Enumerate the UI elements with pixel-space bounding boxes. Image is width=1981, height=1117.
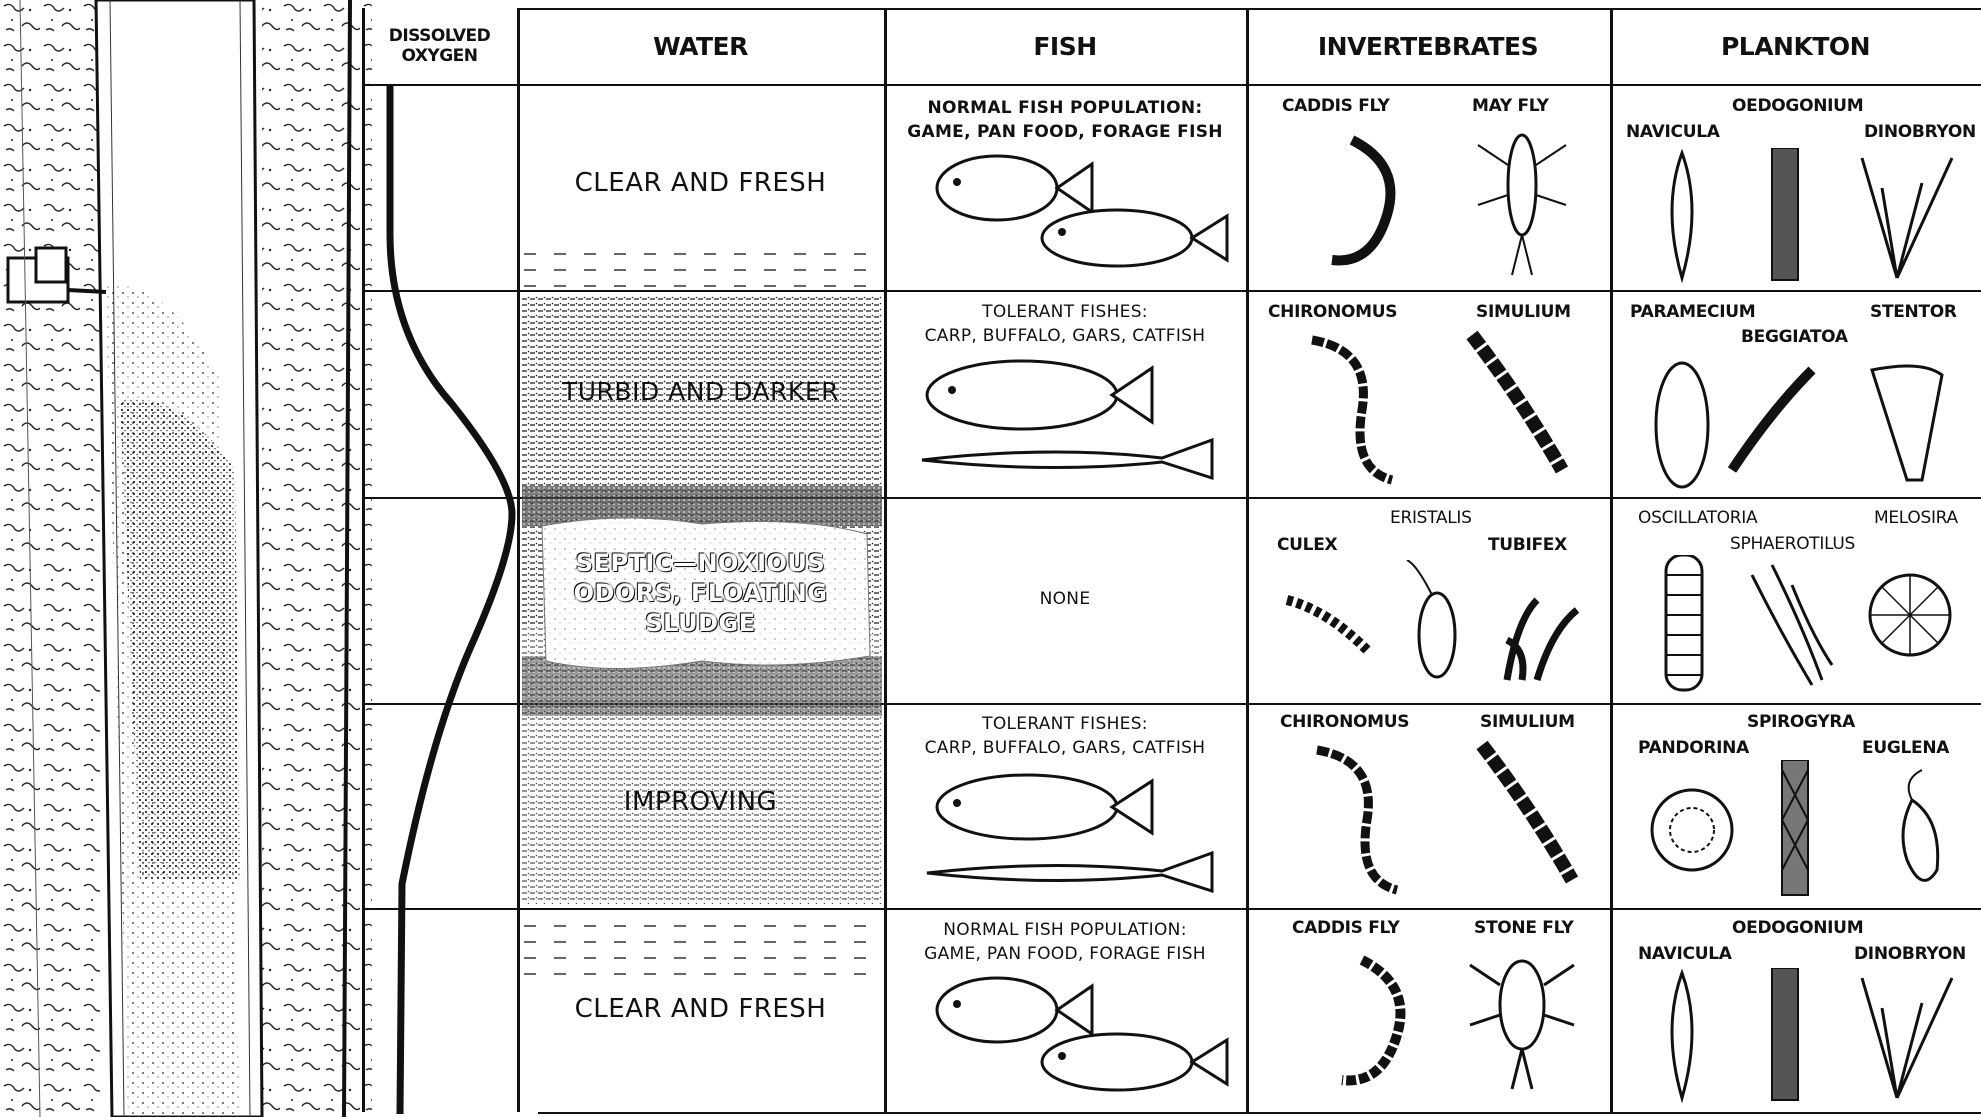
header-invertebrates: INVERTEBRATES [1246, 8, 1610, 84]
plankton-organism-icon [1622, 148, 1972, 286]
header-water: WATER [517, 8, 884, 84]
insect-larva-icon [1272, 330, 1602, 490]
column-divider [1610, 8, 1613, 1112]
fish-zone-1-title: NORMAL FISH POPULATION:GAME, PAN FOOD, F… [884, 96, 1246, 144]
water-zone-3: SEPTIC—NOXIOUS ODORS, FLOATING SLUDGE [517, 548, 884, 638]
plankton-label: OEDOGONIUM [1732, 918, 1863, 938]
header-fish: FISH [884, 8, 1246, 84]
inv-label: CHIRONOMUS [1280, 712, 1409, 732]
insect-larva-icon [1272, 125, 1592, 285]
insect-larva-icon [1272, 740, 1602, 900]
plankton-label: PARAMECIUM [1630, 302, 1755, 322]
plankton-label: DINOBRYON [1864, 122, 1976, 142]
plankton-label: EUGLENA [1862, 738, 1949, 758]
river-aerial-illustration [0, 0, 372, 1117]
water-zone-1: CLEAR AND FRESH [517, 168, 884, 198]
inv-label: CADDIS FLY [1282, 96, 1389, 116]
plankton-label: BEGGIATOA [1741, 327, 1848, 347]
water-zone-5: CLEAR AND FRESH [517, 994, 884, 1024]
water-zone-4: IMPROVING [517, 787, 884, 817]
inv-label: STONE FLY [1474, 918, 1573, 938]
plankton-label: PANDORINA [1638, 738, 1749, 758]
plankton-label: NAVICULA [1638, 944, 1732, 964]
fish-zone-2-title: TOLERANT FISHES:CARP, BUFFALO, GARS, CAT… [884, 300, 1246, 348]
plankton-organism-icon [1622, 555, 1972, 695]
table-bottom [538, 1112, 1981, 1114]
insect-larva-icon [1272, 945, 1602, 1105]
oxygen-curve-icon [362, 84, 517, 1117]
fish-icon [912, 350, 1232, 490]
inv-label: MAY FLY [1472, 96, 1549, 116]
fish-icon [912, 765, 1232, 905]
stream-pollution-table: DISSOLVED OXYGEN WATER FISH INVERTEBRATE… [362, 0, 1981, 1117]
inv-label: CULEX [1277, 535, 1337, 555]
fish-icon [912, 150, 1232, 280]
river-aerial-icon [0, 0, 372, 1117]
header-plankton: PLANKTON [1610, 8, 1981, 84]
plankton-label: OEDOGONIUM [1732, 96, 1863, 116]
inv-label: TUBIFEX [1488, 535, 1567, 555]
fish-zone-3-none: NONE [884, 587, 1246, 611]
fish-zone-4-title: TOLERANT FISHES:CARP, BUFFALO, GARS, CAT… [884, 712, 1246, 760]
plankton-label: DINOBRYON [1854, 944, 1966, 964]
plankton-label: SPIROGYRA [1747, 712, 1855, 732]
plankton-organism-icon [1622, 760, 1972, 900]
plankton-organism-icon [1622, 350, 1972, 490]
header-dissolved-oxygen: DISSOLVED OXYGEN [362, 8, 517, 84]
fish-icon [912, 970, 1232, 1105]
inv-label: ERISTALIS [1390, 508, 1472, 528]
plankton-label: MELOSIRA [1874, 508, 1958, 528]
plankton-label: NAVICULA [1626, 122, 1720, 142]
plankton-organism-icon [1622, 968, 1972, 1108]
plankton-label: STENTOR [1870, 302, 1957, 322]
fish-zone-5-title: NORMAL FISH POPULATION:GAME, PAN FOOD, F… [884, 918, 1246, 966]
inv-label: SIMULIUM [1480, 712, 1575, 732]
inv-label: CHIRONOMUS [1268, 302, 1397, 322]
plankton-label: SPHAEROTILUS [1730, 534, 1855, 554]
inv-label: SIMULIUM [1476, 302, 1571, 322]
insect-larva-icon [1267, 560, 1602, 695]
inv-label: CADDIS FLY [1292, 918, 1399, 938]
water-zone-2: TURBID AND DARKER [517, 377, 884, 406]
plankton-label: OSCILLATORIA [1638, 508, 1757, 528]
column-divider [1246, 8, 1249, 1112]
